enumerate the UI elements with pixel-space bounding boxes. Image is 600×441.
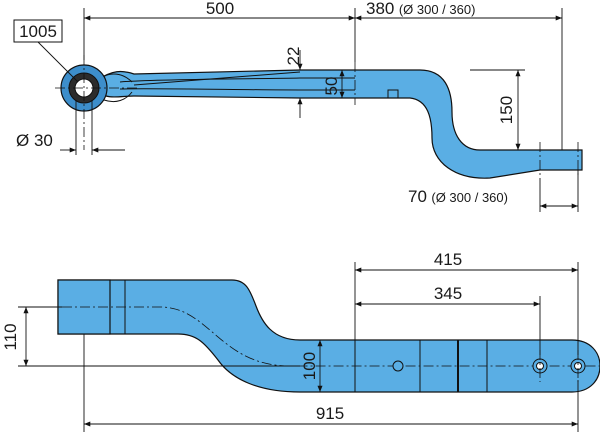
- spring-leaf-top: [57, 279, 600, 393]
- dim-150-label: 150: [497, 96, 516, 124]
- dim-380-label: 380 (Ø 300 / 360): [366, 0, 475, 18]
- dim-100-label: 100: [300, 352, 319, 380]
- dim-415-label: 415: [434, 250, 462, 269]
- part-number-label: 1005: [19, 22, 57, 41]
- dim-70-value: 70: [408, 187, 427, 206]
- dim-70-label: 70 (Ø 300 / 360): [408, 187, 508, 206]
- dim-380-note: (Ø 300 / 360): [399, 2, 476, 17]
- dim-22-label: 22: [284, 47, 303, 66]
- center-hole: [392, 360, 404, 372]
- leaf-taper-line: [133, 71, 301, 86]
- dim-915-label: 915: [316, 404, 344, 423]
- dim-110-label: 110: [1, 323, 20, 350]
- clamp-bracket: [387, 89, 399, 98]
- dim-eye-diameter-label: Ø 30: [16, 131, 53, 150]
- top-centerline: [62, 306, 600, 367]
- side-view: 500 380 (Ø 300 / 360) 1005 22 50 150 70 …: [13, 0, 583, 212]
- dim-70-note: (Ø 300 / 360): [431, 190, 508, 205]
- dim-50-label: 50: [322, 77, 341, 96]
- dim-380-value: 380: [366, 0, 394, 18]
- dim-345-label: 345: [434, 284, 462, 303]
- eye-wrap: [103, 73, 133, 83]
- part-number-leader: [37, 41, 79, 83]
- leaf-line-lower: [119, 88, 355, 91]
- dim-500-label: 500: [206, 0, 234, 18]
- top-view: 415 345 110 100 915: [1, 250, 600, 432]
- eye-wrap-2: [103, 91, 133, 103]
